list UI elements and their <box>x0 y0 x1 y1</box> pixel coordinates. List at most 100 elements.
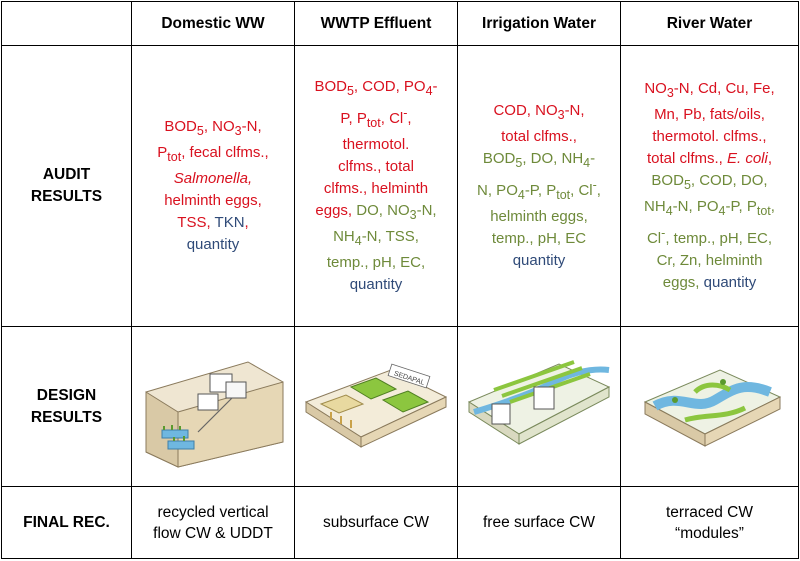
audit-parameter-text: NO <box>644 80 667 97</box>
audit-parameter-text: 4 <box>517 188 525 202</box>
audit-parameter-text: 3 <box>557 108 565 122</box>
audit-parameter-text: tot <box>366 116 381 130</box>
river-module-illustration <box>643 368 781 447</box>
audit-parameter-text: 5 <box>683 178 691 192</box>
audit-parameter-text: Cl <box>646 230 662 247</box>
audit-parameter-text: , Cl <box>570 182 593 199</box>
design-label-line: DESIGN <box>36 386 97 404</box>
audit-parameter-text: NH <box>333 228 355 245</box>
audit-parameter-text: Cr, Zn, helminth <box>656 252 763 269</box>
hillside-wetland-illustration <box>145 360 284 468</box>
audit-parameter-text: NH <box>644 198 666 215</box>
audit-parameter-text: , COD, DO, <box>690 172 768 189</box>
final-rec-label: FINAL REC. <box>1 486 132 559</box>
audit-parameter-text: , temp., pH, EC, <box>665 230 773 247</box>
audit-results-label: AUDIT RESULTS <box>1 45 132 327</box>
audit-parameter-text: -N, PO <box>672 198 719 215</box>
header-row: Domestic WW WWTP Effluent Irrigation Wat… <box>1 1 799 46</box>
audit-wwtp-effluent: BOD5, COD, PO4-P, Ptot, Cl-,thermotol.cl… <box>294 45 458 327</box>
audit-parameter-text: 4 <box>583 156 591 170</box>
audit-parameter-text: -N, Cd, Cu, Fe, <box>673 80 775 97</box>
design-wwtp-effluent: SEDAPAL <box>294 326 458 487</box>
final-line: “modules” <box>675 524 744 542</box>
final-line: terraced CW <box>666 503 753 521</box>
audit-parameter-text: Mn, Pb, fats/oils, <box>654 106 765 123</box>
audit-parameter-text: , <box>770 198 775 215</box>
audit-label-line: AUDIT <box>42 166 91 183</box>
audit-parameter-text: -P, P <box>725 198 757 215</box>
audit-parameter-text: quantity <box>512 252 566 269</box>
audit-parameter-text: 3 <box>234 124 242 138</box>
audit-parameter-text: 5 <box>515 156 523 170</box>
audit-parameter-text: DO, NO <box>356 202 410 219</box>
header-irrigation-water: Irrigation Water <box>457 1 621 46</box>
audit-parameter-text: TKN <box>214 214 245 231</box>
audit-parameter-text: P <box>157 144 168 161</box>
subsurface-wetland-illustration: SEDAPAL <box>304 363 448 448</box>
audit-parameter-text: P, P <box>340 110 367 127</box>
audit-parameter-text: COD, NO <box>493 102 558 119</box>
audit-parameter-text: , DO, NH <box>522 150 584 167</box>
design-river-water <box>620 326 799 487</box>
audit-parameter-text: 4 <box>354 234 362 248</box>
audit-parameter-text: helminth eggs, <box>490 208 588 225</box>
audit-parameter-text: 3 <box>409 208 417 222</box>
audit-parameter-text: - <box>590 150 596 167</box>
audit-irrigation-water: COD, NO3-N,total clfms.,BOD5, DO, NH4-N,… <box>457 45 621 327</box>
audit-parameter-text: BOD <box>164 118 197 135</box>
audit-parameter-text: tot <box>556 188 571 202</box>
audit-parameter-text: total clfms., <box>646 150 727 167</box>
header-wwtp-effluent: WWTP Effluent <box>294 1 458 46</box>
audit-parameter-text: -N, <box>416 202 437 219</box>
audit-parameter-text: 4 <box>718 204 726 218</box>
audit-parameter-text: - <box>661 226 666 240</box>
audit-parameter-text: -N, TSS, <box>361 228 419 245</box>
audit-parameter-text: quantity <box>349 276 403 293</box>
design-irrigation-water <box>457 326 621 487</box>
audit-parameter-text: helminth eggs, <box>164 192 262 209</box>
header-corner <box>1 1 132 46</box>
header-river-water: River Water <box>620 1 799 46</box>
design-label-line: RESULTS <box>30 408 103 426</box>
audit-parameter-text: quantity <box>703 274 757 291</box>
audit-parameter-text: , <box>596 182 601 199</box>
audit-row: AUDIT RESULTS BOD5, NO3-N,Ptot, fecal cl… <box>1 45 799 327</box>
audit-parameter-text: N, PO <box>477 182 518 199</box>
audit-parameter-text: - <box>432 78 438 95</box>
final-river-water: terraced CW “modules” <box>620 486 799 559</box>
audit-parameter-text: tot <box>167 150 182 164</box>
free-surface-wetland-illustration <box>467 359 611 445</box>
audit-parameter-text: , <box>767 150 773 167</box>
header-domestic-ww: Domestic WW <box>131 1 295 46</box>
audit-parameter-text: thermotol. <box>342 136 410 153</box>
audit-parameter-text: 4 <box>665 204 673 218</box>
audit-parameter-text: quantity <box>186 236 240 253</box>
audit-parameter-text: , COD, PO <box>353 78 426 95</box>
audit-parameter-text: -P, P <box>524 182 557 199</box>
audit-parameter-text: 5 <box>196 124 204 138</box>
audit-parameter-text: -N, <box>241 118 262 135</box>
audit-parameter-text: - <box>403 106 408 120</box>
final-line: flow CW & UDDT <box>153 524 273 542</box>
audit-parameter-text: 4 <box>425 84 433 98</box>
final-wwtp-effluent: subsurface CW <box>294 486 458 559</box>
final-row: FINAL REC. recycled vertical flow CW & U… <box>1 486 799 559</box>
audit-parameter-text: eggs, <box>662 274 704 291</box>
design-results-label: DESIGN RESULTS <box>1 326 132 487</box>
audit-parameter-text: 3 <box>666 86 674 100</box>
final-line: recycled vertical <box>157 503 269 521</box>
audit-parameter-text: Salmonella, <box>173 170 253 187</box>
audit-parameter-text: eggs, <box>315 202 357 219</box>
audit-river-water: NO3-N, Cd, Cu, Fe, Mn, Pb, fats/oils, ther… <box>620 45 799 327</box>
audit-parameter-text: thermotol. clfms., <box>652 128 767 145</box>
audit-parameter-text: total clfms., <box>501 128 577 145</box>
audit-parameter-text: -N, <box>564 102 585 119</box>
final-irrigation-water: free surface CW <box>457 486 621 559</box>
audit-parameter-text: , NO <box>203 118 235 135</box>
audit-parameter-text: , <box>407 110 412 127</box>
audit-parameter-text: E. coli <box>727 150 768 167</box>
design-row: DESIGN RESULTS <box>1 326 799 487</box>
design-domestic-ww <box>131 326 295 487</box>
audit-parameter-text: BOD <box>314 78 347 95</box>
